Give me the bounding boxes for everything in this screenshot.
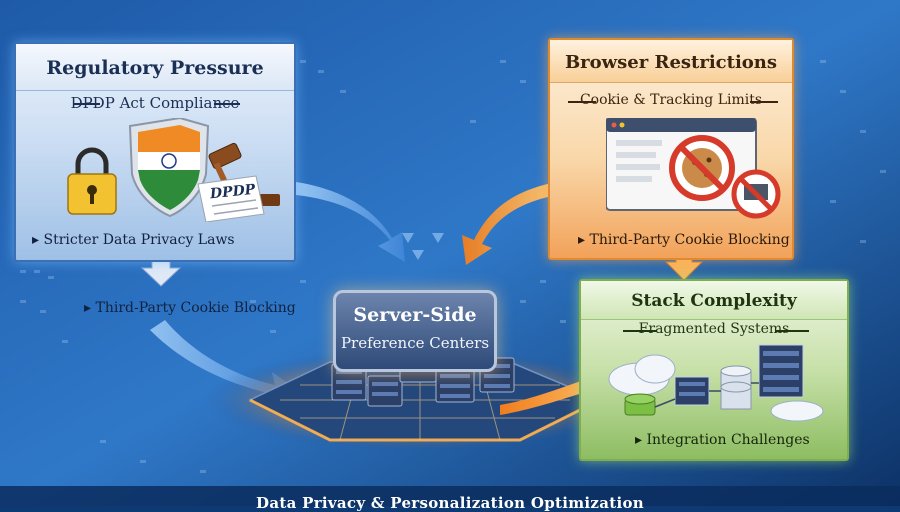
regulatory-flow-bullet: ▸ Third-Party Cookie Blocking xyxy=(84,300,296,316)
hub-to-stack-arrow xyxy=(500,366,618,415)
padlock-icon xyxy=(67,147,117,215)
fragmented-systems-illustration xyxy=(608,344,824,422)
stack-subtitle: Fragmented Systems xyxy=(638,321,790,337)
india-flag-shield-icon xyxy=(128,118,210,218)
regulatory-title: Regulatory Pressure xyxy=(46,57,264,79)
stack-title: Stack Complexity xyxy=(631,291,797,311)
hub-title: Server-Side xyxy=(353,304,477,326)
regulatory-to-hub-arrow xyxy=(296,182,405,262)
browser-subtitle: Cookie & Tracking Limits xyxy=(579,92,763,108)
bullet-marker: ▸ xyxy=(635,432,647,448)
no-cookie-icon xyxy=(669,135,735,201)
dpdp-document-icon xyxy=(197,175,265,222)
stack-bullet: ▸ Integration Challenges xyxy=(635,432,810,448)
no-tracking-icon xyxy=(731,169,781,219)
browser-title: Browser Restrictions xyxy=(564,52,778,73)
cookie-block-illustration xyxy=(606,118,781,219)
regulatory-bullet: ▸ Stricter Data Privacy Laws xyxy=(32,232,235,248)
regulatory-subtitle: DPDP Act Compliance xyxy=(70,94,240,112)
browser-to-hub-arrow xyxy=(462,183,552,265)
compliance-illustration xyxy=(67,118,280,222)
server-rack-icon xyxy=(674,344,804,406)
regulatory-pressure-card: Regulatory Pressure DPDP Act Compliance … xyxy=(14,42,296,262)
stack-complexity-card: Stack Complexity Fragmented Systems ▸ In… xyxy=(579,279,849,461)
browser-restrictions-card: Browser Restrictions Cookie & Tracking L… xyxy=(548,38,794,260)
browser-bullet: ▸ Third-Party Cookie Blocking xyxy=(578,232,790,248)
hub-subtitle: Preference Centers xyxy=(340,334,490,352)
bullet-marker: ▸ xyxy=(84,300,96,316)
cloud-icon xyxy=(608,354,824,422)
server-side-preference-center-hub: Server-Side Preference Centers xyxy=(333,290,497,372)
footer-caption: Data Privacy & Personalization Optimizat… xyxy=(256,494,644,512)
bullet-marker: ▸ xyxy=(578,232,590,248)
bullet-marker: ▸ xyxy=(32,232,44,248)
